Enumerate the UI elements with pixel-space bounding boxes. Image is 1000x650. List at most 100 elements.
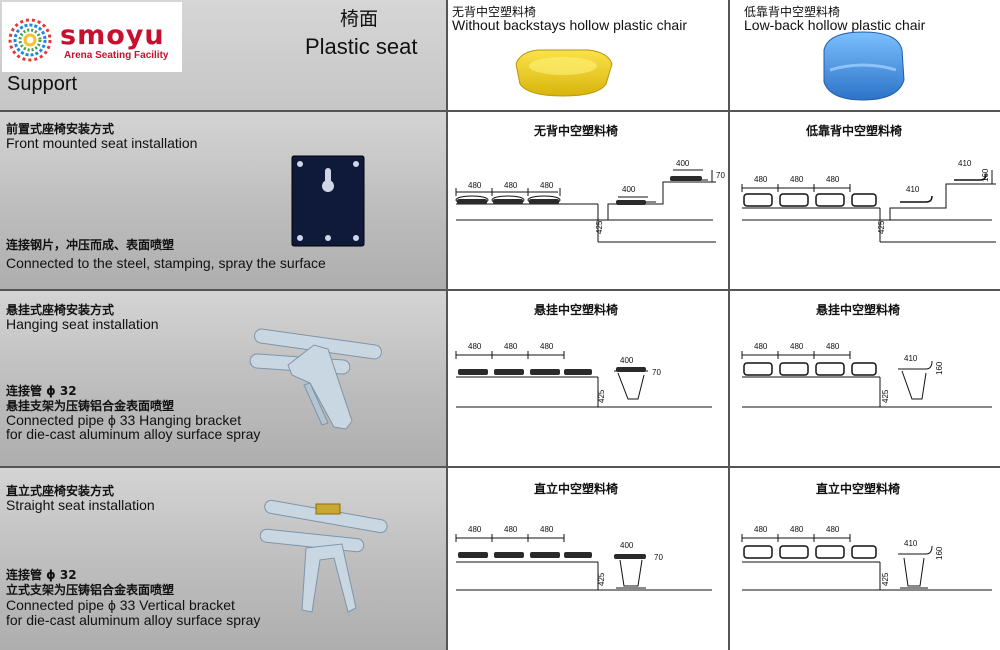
dim-spacing-1: 480 bbox=[468, 342, 482, 351]
row3-col1-diagram-title: 直立中空塑料椅 bbox=[534, 482, 619, 496]
dim-rise: 160 bbox=[981, 168, 990, 182]
hanging-bracket-image bbox=[249, 328, 382, 430]
dim-width: 400 bbox=[620, 541, 634, 550]
row1-desc-en: Connected to the steel, stamping, spray … bbox=[6, 255, 326, 271]
dim-width: 400 bbox=[620, 356, 634, 365]
dim-spacing-2: 480 bbox=[790, 175, 804, 184]
seat-heading-en: Plastic seat bbox=[305, 34, 418, 59]
col2-title-cn: 低靠背中空塑料椅 bbox=[744, 5, 841, 19]
dim-rise: 70 bbox=[654, 553, 663, 562]
yellow-seat-image bbox=[515, 49, 613, 97]
dim-width: 410 bbox=[904, 539, 918, 548]
row3-col2-diagram-title: 直立中空塑料椅 bbox=[816, 482, 901, 496]
dim-spacing-3: 480 bbox=[540, 342, 554, 351]
logo-name: smoyu bbox=[60, 20, 165, 51]
dim-rise: 70 bbox=[716, 171, 725, 180]
dim-height: 425 bbox=[597, 389, 606, 403]
row2-col1-cell: 悬挂中空塑料椅 480 480 480 400 70 425 bbox=[448, 291, 728, 466]
row2-desc-en2: for die-cast aluminum alloy surface spra… bbox=[6, 426, 261, 442]
row1-title-en: Front mounted seat installation bbox=[6, 135, 198, 151]
divider bbox=[0, 110, 1000, 112]
logo-subtitle: Arena Seating Facility bbox=[64, 50, 169, 61]
dim-rise: 70 bbox=[652, 368, 661, 377]
dim-height: 425 bbox=[881, 572, 890, 586]
row1-col2-diagram-title: 低靠背中空塑料椅 bbox=[806, 124, 903, 138]
dim-height: 425 bbox=[595, 220, 604, 234]
row3-desc-cn1: 连接管 ϕ 32 bbox=[6, 568, 77, 582]
row1-col1-diagram-title: 无背中空塑料椅 bbox=[534, 124, 619, 138]
row2-col2-hanging-diagram: 480 480 480 410 160 425 bbox=[741, 342, 992, 408]
dim-width: 400 bbox=[622, 185, 636, 194]
dim-spacing-2: 480 bbox=[790, 525, 804, 534]
row1-col1-cell: 无背中空塑料椅 480 480 bbox=[448, 112, 728, 289]
dim-spacing-3: 480 bbox=[540, 181, 554, 190]
logo-rings-icon bbox=[8, 18, 52, 62]
row3-title-en: Straight seat installation bbox=[6, 497, 155, 513]
dim-spacing-1: 480 bbox=[754, 525, 768, 534]
support-heading: Support bbox=[7, 73, 78, 95]
dim-spacing-2: 480 bbox=[790, 342, 804, 351]
row1-col2-front-mounted-diagram: 480 480 480 410 410 160 425 bbox=[741, 159, 996, 243]
divider bbox=[0, 466, 1000, 468]
seat-heading-cn: 椅面 bbox=[340, 9, 379, 30]
dim-spacing-3: 480 bbox=[540, 525, 554, 534]
row1-col2-cell: 低靠背中空塑料椅 480 480 480 410 410 bbox=[730, 112, 1000, 289]
dim-spacing-2: 480 bbox=[504, 525, 518, 534]
row3-col1-straight-diagram: 480 480 480 400 70 425 bbox=[455, 525, 712, 591]
row2-col1-diagram-title: 悬挂中空塑料椅 bbox=[534, 303, 619, 317]
row3-desc-en2: for die-cast aluminum alloy surface spra… bbox=[6, 612, 261, 628]
row2-title-cn: 悬挂式座椅安装方式 bbox=[6, 303, 115, 317]
dim-width-upper: 400 bbox=[676, 159, 690, 168]
divider bbox=[446, 0, 448, 650]
row1-desc-cn: 连接钢片，冲压而成、表面喷塑 bbox=[6, 238, 175, 252]
header-col2-cell: 低靠背中空塑料椅 Low-back hollow plastic chair bbox=[730, 0, 1000, 110]
steel-plate-image bbox=[291, 155, 365, 247]
header-col1-cell: 无背中空塑料椅 Without backstays hollow plastic… bbox=[448, 0, 728, 110]
row1-col1-front-mounted-diagram: 480 480 480 400 400 70 425 bbox=[455, 159, 725, 243]
dim-height: 425 bbox=[597, 572, 606, 586]
dim-height: 425 bbox=[881, 389, 890, 403]
row2-col1-hanging-diagram: 480 480 480 400 70 425 bbox=[455, 342, 712, 408]
row2-col2-diagram-title: 悬挂中空塑料椅 bbox=[816, 303, 901, 317]
dim-rise: 160 bbox=[935, 546, 944, 560]
company-logo: smoyu Arena Seating Facility bbox=[2, 2, 182, 72]
dim-spacing-3: 480 bbox=[826, 175, 840, 184]
row1-left-cell: 前置式座椅安装方式 Front mounted seat installatio… bbox=[0, 112, 446, 289]
dim-spacing-2: 480 bbox=[504, 181, 518, 190]
dim-width: 410 bbox=[906, 185, 920, 194]
row3-left-cell: 直立式座椅安装方式 Straight seat installation 连接管… bbox=[0, 468, 446, 650]
row3-desc-cn2: 立式支架为压铸铝合金表面喷塑 bbox=[6, 583, 175, 597]
row2-left-cell: 悬挂式座椅安装方式 Hanging seat installation 连接管 … bbox=[0, 291, 446, 466]
row2-desc-cn1: 连接管 ϕ 32 bbox=[6, 384, 77, 398]
row2-col2-cell: 悬挂中空塑料椅 480 480 480 410 160 425 bbox=[730, 291, 1000, 466]
dim-height: 425 bbox=[877, 220, 886, 234]
dim-spacing-1: 480 bbox=[468, 525, 482, 534]
row2-desc-en1: Connected pipe ϕ 33 Hanging bracket bbox=[6, 412, 242, 428]
divider bbox=[728, 0, 730, 650]
row3-desc-en1: Connected pipe ϕ 33 Vertical bracket bbox=[6, 597, 235, 613]
row3-col2-straight-diagram: 480 480 480 410 160 425 bbox=[741, 525, 992, 591]
dim-spacing-1: 480 bbox=[754, 175, 768, 184]
dim-width-upper: 410 bbox=[958, 159, 972, 168]
row2-title-en: Hanging seat installation bbox=[6, 316, 159, 332]
row1-title-cn: 前置式座椅安装方式 bbox=[6, 122, 115, 136]
row2-desc-cn2: 悬挂支架为压铸铝合金表面喷塑 bbox=[6, 399, 175, 413]
vertical-bracket-image bbox=[259, 499, 388, 613]
blue-seat-image bbox=[823, 31, 905, 101]
row3-col2-cell: 直立中空塑料椅 480 480 480 410 160 425 bbox=[730, 468, 1000, 650]
header-left-cell: smoyu Arena Seating Facility 椅面 Plastic … bbox=[0, 0, 446, 110]
dim-rise: 160 bbox=[935, 361, 944, 375]
col1-title-cn: 无背中空塑料椅 bbox=[452, 5, 537, 19]
dim-spacing-1: 480 bbox=[468, 181, 482, 190]
dim-width: 410 bbox=[904, 354, 918, 363]
row3-title-cn: 直立式座椅安装方式 bbox=[6, 484, 115, 498]
dim-spacing-3: 480 bbox=[826, 342, 840, 351]
dim-spacing-3: 480 bbox=[826, 525, 840, 534]
dim-spacing-2: 480 bbox=[504, 342, 518, 351]
divider bbox=[0, 289, 1000, 291]
col1-title-en: Without backstays hollow plastic chair bbox=[452, 17, 687, 33]
row3-col1-cell: 直立中空塑料椅 480 480 480 400 70 425 bbox=[448, 468, 728, 650]
dim-spacing-1: 480 bbox=[754, 342, 768, 351]
col2-title-en: Low-back hollow plastic chair bbox=[744, 17, 926, 33]
